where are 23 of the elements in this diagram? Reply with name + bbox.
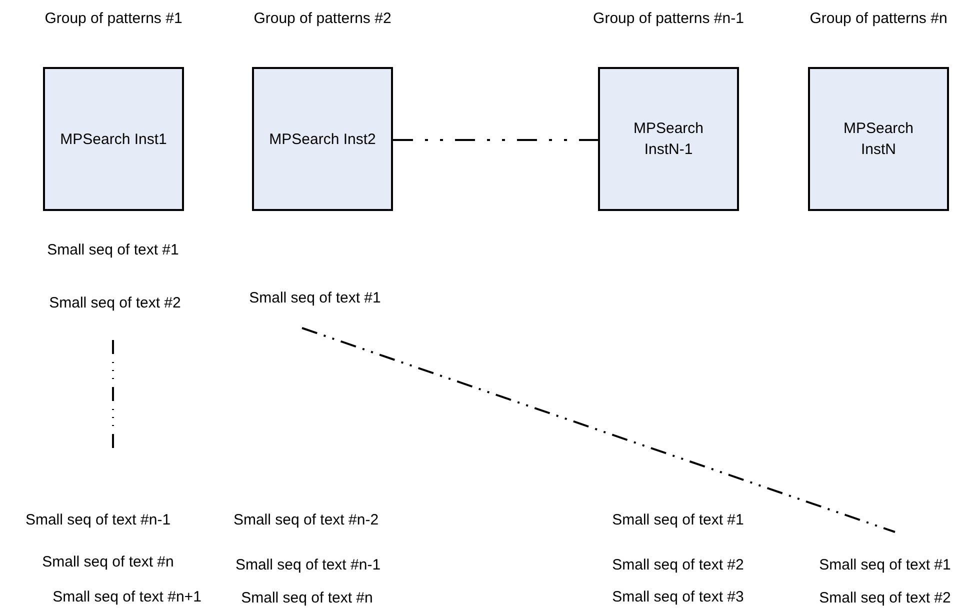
sequence-label: Small seq of text #1 (819, 556, 951, 574)
sequence-label: Small seq of text #1 (47, 242, 179, 258)
instance-box: MPSearch InstN-1 (598, 67, 739, 211)
sequence-label: Small seq of text #1 (612, 512, 744, 528)
sequence-label: Small seq of text #1 (249, 290, 381, 306)
group-heading: Group of patterns #n (810, 10, 948, 27)
instance-box: MPSearch Inst2 (252, 67, 393, 211)
instance-box: MPSearch Inst1 (43, 67, 184, 211)
sequence-label: Small seq of text #n-1 (235, 556, 381, 574)
group-heading: Group of patterns #n-1 (593, 10, 744, 27)
group-heading: Group of patterns #1 (44, 10, 182, 27)
sequence-label: Small seq of text #n-2 (233, 512, 379, 528)
sequence-label: Small seq of text #3 (612, 588, 744, 606)
sequence-label: Small seq of text #n+1 (52, 588, 202, 606)
sequence-label: Small seq of text #2 (819, 590, 951, 606)
sequence-label: Small seq of text #2 (49, 294, 181, 312)
instance-box: MPSearch InstN (808, 67, 949, 211)
sequence-label: Small seq of text #n-1 (25, 512, 171, 528)
sequence-label: Small seq of text #n (241, 590, 373, 606)
group-heading: Group of patterns #2 (254, 10, 392, 27)
sequence-label: Small seq of text #2 (612, 556, 744, 574)
sequence-label: Small seq of text #n (42, 554, 174, 570)
connector-line (393, 139, 598, 141)
